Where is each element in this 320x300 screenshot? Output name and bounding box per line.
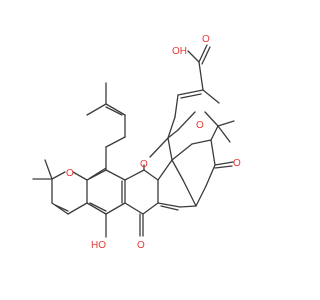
pyran-oxygen-label: O xyxy=(66,168,74,179)
bridge-ketone-oxygen-label: O xyxy=(233,158,241,169)
molecule-structure: OH O O O O O HO O xyxy=(32,34,241,251)
epoxide-oxygen-label: O xyxy=(196,120,204,131)
acid-carbonyl-oxygen-label: O xyxy=(202,34,210,45)
xanthone-ring-oxygen-label: O xyxy=(140,159,148,170)
xanthone-carbonyl-oxygen-label: O xyxy=(137,240,145,251)
atom-labels: OH O O O O O HO O xyxy=(66,34,241,251)
acid-hydroxyl-label: OH xyxy=(172,46,187,57)
phenol-hydroxyl-label: HO xyxy=(91,240,106,251)
bond-lines xyxy=(32,44,235,238)
